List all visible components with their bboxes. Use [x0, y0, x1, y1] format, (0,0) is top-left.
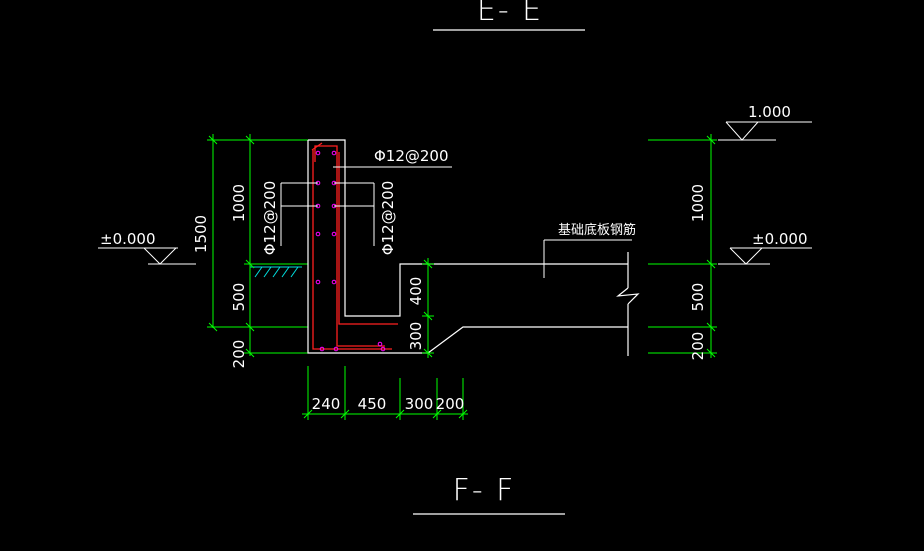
- dim-right-lower: 500: [689, 283, 707, 312]
- rebar-label-top: Φ12@200: [374, 147, 449, 165]
- rebar-leaders: [280, 166, 452, 246]
- dim-left-upper: 1000: [230, 184, 248, 222]
- wall-rebar: [311, 142, 398, 350]
- left-dimension-chain: [207, 134, 308, 358]
- dim-right-base: 200: [689, 332, 707, 361]
- dim-left-base: 200: [230, 340, 248, 369]
- elevation-mark-right-mid: [718, 247, 812, 265]
- step-dimension-chain: [422, 258, 434, 358]
- slab-note-leader: [543, 239, 632, 278]
- dim-right-upper: 1000: [689, 184, 707, 222]
- right-dimension-chain: [648, 134, 717, 358]
- section-title-top: E- E: [433, 0, 585, 31]
- ground-hatch: [250, 266, 302, 278]
- dim-bottom-200: 200: [436, 395, 465, 413]
- elevation-label-right-top: 1.000: [748, 103, 791, 121]
- dim-left-total: 1500: [192, 215, 210, 253]
- dim-bottom-300: 300: [405, 395, 434, 413]
- dim-step-lower: 300: [407, 322, 425, 351]
- elevation-label-right-mid: ±0.000: [752, 230, 808, 248]
- section-title-bottom: F- F: [413, 473, 565, 515]
- section-title-e: E- E: [477, 0, 543, 28]
- rebar-dots: [315, 150, 386, 352]
- dim-bottom-240: 240: [312, 395, 341, 413]
- dim-step-upper: 400: [407, 277, 425, 306]
- elevation-mark-right-top: [718, 121, 812, 141]
- section-title-f: F- F: [453, 473, 516, 508]
- elevation-label-left: ±0.000: [100, 230, 156, 248]
- dim-bottom-450: 450: [358, 395, 387, 413]
- elevation-triangle: [143, 247, 177, 265]
- rebar-label-left: Φ12@200: [261, 181, 279, 256]
- elevation-mark-left: [98, 247, 196, 265]
- bottom-dimension-chain: [302, 366, 468, 420]
- slab-note-label: 基础底板钢筋: [558, 222, 636, 238]
- rebar-label-right: Φ12@200: [379, 181, 397, 256]
- dim-left-lower: 500: [230, 283, 248, 312]
